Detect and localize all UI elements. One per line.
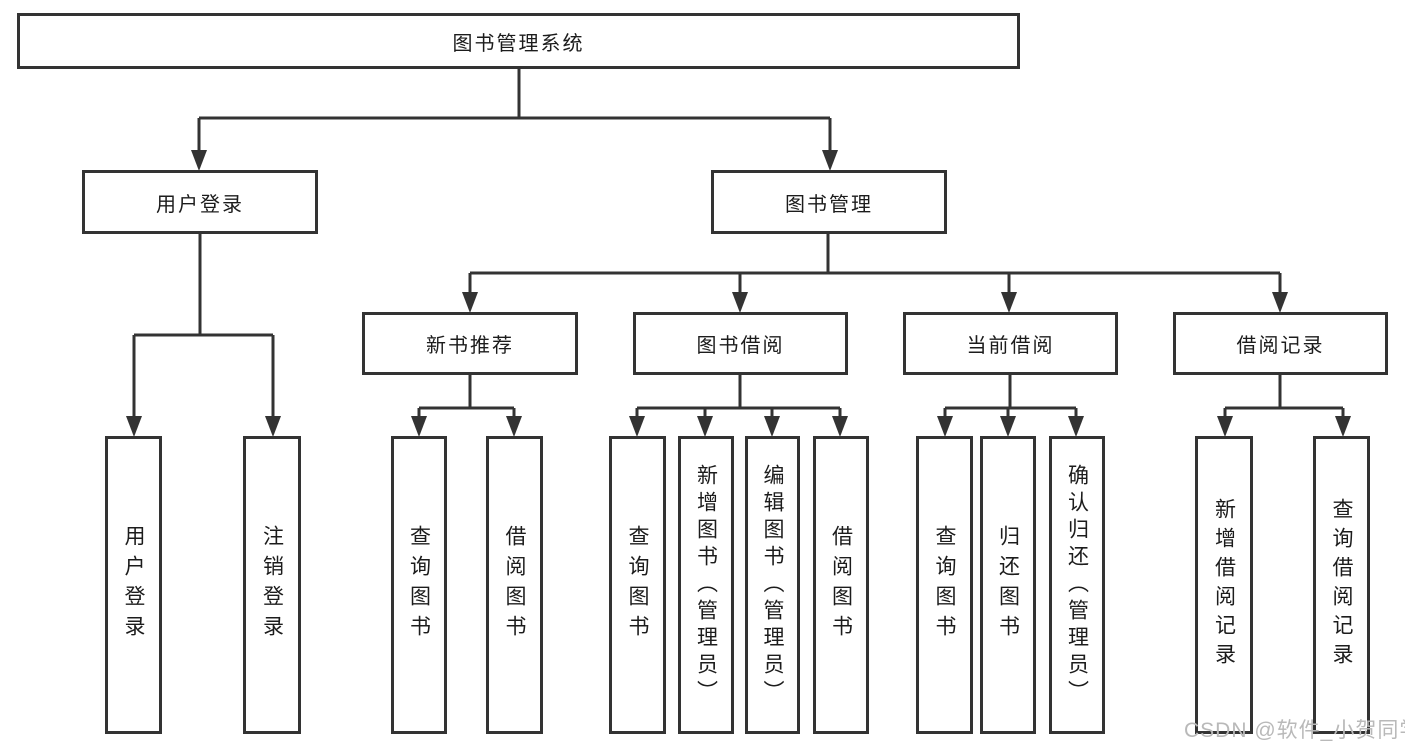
arrowhead [1335,416,1351,437]
leaf-label: 新增图书（管理员） [694,463,718,707]
arrowhead [629,416,645,437]
connector-shafts [132,69,1345,418]
node-root-system: 图书管理系统 [17,13,1020,69]
node-leaf-borrow-books-borrowing: 借阅图书 [813,436,869,734]
arrowhead [1068,416,1084,437]
connector-records-to-leaves [1223,375,1345,418]
arrowhead [462,292,478,313]
node-borrowing-records: 借阅记录 [1173,312,1388,375]
node-leaf-return-books: 归还图书 [980,436,1036,734]
node-leaf-confirm-return-admin: 确认归还（管理员） [1049,436,1105,734]
leaf-label: 查询借阅记录 [1330,498,1353,672]
node-leaf-edit-books-admin: 编辑图书（管理员） [745,436,800,734]
leaf-label: 确认归还（管理员） [1065,463,1089,707]
node-leaf-add-borrow-record: 新增借阅记录 [1195,436,1253,734]
node-leaf-query-books-current: 查询图书 [916,436,973,734]
connector-root-to-level2 [197,69,832,152]
arrowhead [411,416,427,437]
node-current-borrowing: 当前借阅 [903,312,1118,375]
leaf-label: 查询图书 [626,525,649,645]
leaf-label: 用户登录 [122,525,145,645]
node-leaf-add-books-admin: 新增图书（管理员） [678,436,734,734]
leaf-label: 查询图书 [933,525,956,645]
arrowhead [126,416,142,437]
node-leaf-borrow-books-recommend: 借阅图书 [486,436,543,734]
connector-arrowheads [126,150,1351,437]
node-new-book-recommend-label: 新书推荐 [426,335,514,357]
node-book-borrowing-label: 图书借阅 [696,335,785,357]
arrowhead [265,416,281,437]
leaf-label: 归还图书 [996,525,1020,645]
arrowhead [506,416,522,437]
node-leaf-logout-action: 注销登录 [243,436,301,734]
arrowhead [697,416,713,437]
node-user-login-label: 用户登录 [156,193,244,216]
node-book-management: 图书管理 [711,170,947,234]
arrowhead [1217,416,1233,437]
connector-userlogin-to-leaves [132,234,275,418]
node-book-management-label: 图书管理 [785,193,873,216]
arrowhead [191,150,207,171]
arrowhead [1001,292,1017,313]
connector-borrowing-to-leaves [635,375,842,418]
node-new-book-recommend: 新书推荐 [362,312,578,375]
node-leaf-query-books-recommend: 查询图书 [391,436,447,734]
leaf-label: 借阅图书 [829,525,853,645]
node-leaf-user-login-action: 用户登录 [105,436,162,734]
arrowhead [1272,292,1288,313]
leaf-label: 新增借阅记录 [1212,498,1236,672]
arrowhead [732,292,748,313]
arrowhead [1000,416,1016,437]
node-user-login: 用户登录 [82,170,318,234]
connector-bookmgmt-to-level3 [468,234,1282,294]
arrowhead [822,150,838,171]
arrowhead [764,416,780,437]
arrowhead [832,416,848,437]
node-book-borrowing: 图书借阅 [633,312,848,375]
node-current-borrowing-label: 当前借阅 [966,335,1055,357]
leaf-label: 注销登录 [260,525,284,645]
connector-recommend-to-leaves [417,375,516,418]
leaf-label: 查询图书 [407,525,431,645]
node-borrowing-records-label: 借阅记录 [1236,335,1325,357]
csdn-watermark: CSDN @软件_小贺同学 [1184,719,1405,742]
connector-current-to-leaves [943,375,1078,418]
leaf-label: 编辑图书（管理员） [761,463,784,707]
node-leaf-query-borrow-record: 查询借阅记录 [1313,436,1370,734]
node-root-label: 图书管理系统 [452,32,585,55]
leaf-label: 借阅图书 [503,525,526,645]
node-leaf-query-books-borrowing: 查询图书 [609,436,666,734]
arrowhead [937,416,953,437]
